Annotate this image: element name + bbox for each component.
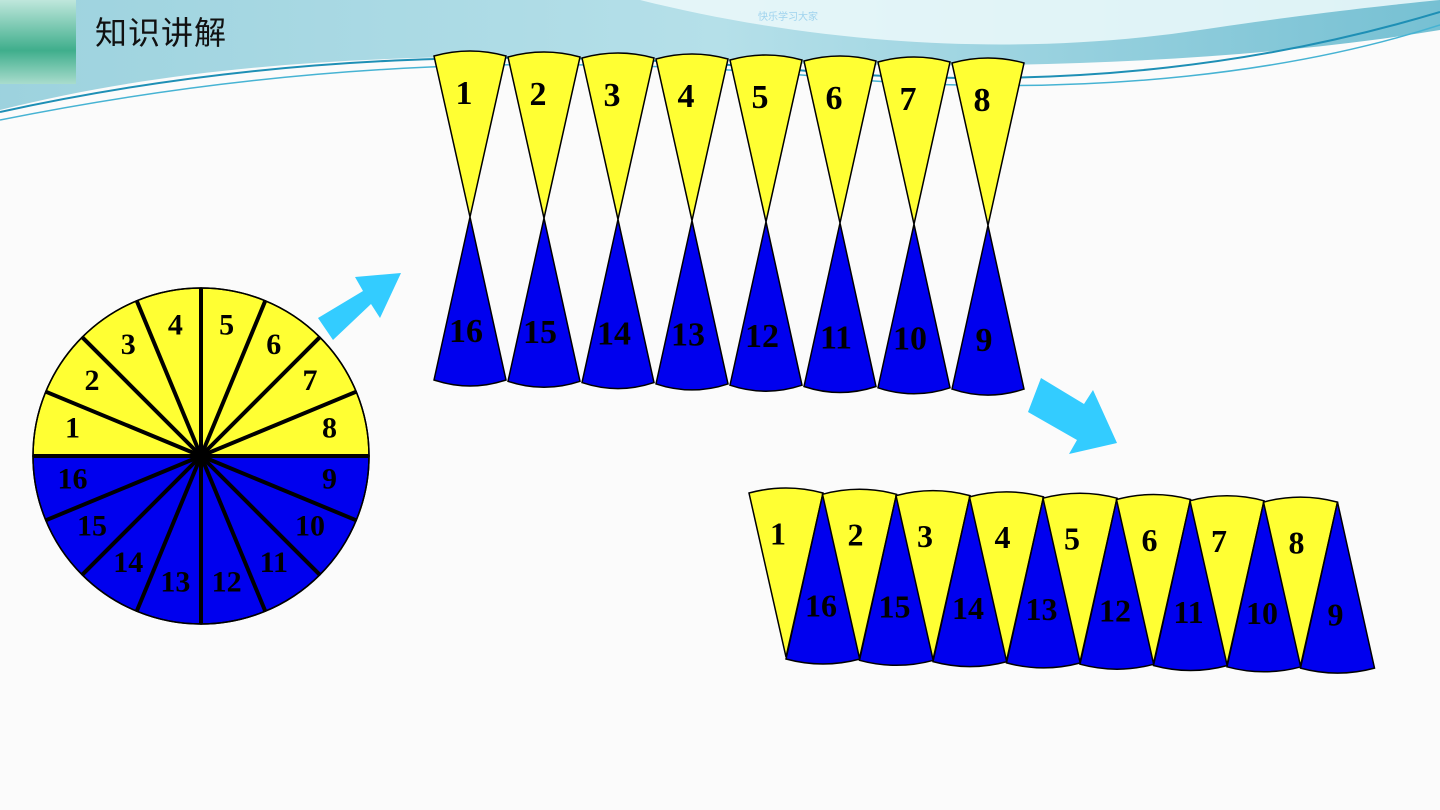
- page-title: 知识讲解: [95, 14, 228, 52]
- interlocked-down-sector-10: [1226, 500, 1302, 673]
- interlocked-down-sector-12: [1079, 498, 1155, 670]
- split-top-label: 8: [974, 82, 991, 119]
- interlocked-down-label: 10: [1246, 595, 1278, 631]
- interlocked-up-label: 1: [770, 515, 786, 551]
- split-bottom-label: 16: [449, 313, 483, 350]
- split-bottom-label: 12: [745, 318, 779, 355]
- circle-sector-label: 9: [322, 462, 337, 495]
- split-top-label: 3: [604, 77, 621, 114]
- interlocked-down-label: 9: [1328, 596, 1344, 632]
- interlocked-up-label: 3: [917, 518, 933, 554]
- interlocked-down-label: 12: [1099, 593, 1131, 629]
- interlocked-up-label: 4: [995, 519, 1011, 555]
- interlocked-up-label: 7: [1211, 523, 1227, 559]
- split-top-sector-3: [581, 52, 655, 220]
- split-bottom-label: 9: [976, 322, 993, 359]
- split-bottom-sector-9: [951, 225, 1025, 396]
- watermark-text: 快乐学习大家: [758, 12, 818, 23]
- interlocked-down-sector-13: [1005, 496, 1082, 669]
- circle-sector-label: 16: [57, 462, 87, 495]
- interlocked-down-sector-16: [785, 492, 861, 665]
- split-top-label: 6: [826, 80, 843, 117]
- split-top-label: 5: [752, 79, 769, 116]
- circle-divider: [45, 454, 202, 523]
- circle-sector-label: 5: [219, 308, 234, 341]
- circle-divider: [199, 300, 268, 457]
- circle-sector-label: 15: [77, 510, 107, 543]
- circle-divider: [134, 455, 203, 612]
- circle-divider: [200, 454, 357, 523]
- split-bottom-sector-13: [655, 220, 729, 391]
- split-bottom-sector-10: [877, 224, 951, 395]
- split-bottom-label: 10: [893, 321, 927, 358]
- circle-divider: [134, 300, 203, 457]
- split-bottom-sector-12: [729, 221, 803, 392]
- split-top-label: 4: [678, 78, 695, 115]
- split-bottom-label: 11: [820, 319, 852, 356]
- circle-sector-label: 2: [85, 364, 100, 397]
- interlocked-down-label: 11: [1173, 594, 1203, 630]
- split-top-sector-4: [655, 53, 729, 221]
- interlocked-down-sector-9: [1299, 501, 1376, 674]
- split-sector-row: 1 16 2 15 3 14 4 13 5 12 6 11 7 10 8 9: [433, 50, 1025, 396]
- split-bottom-sector-15: [507, 218, 581, 388]
- interlocked-down-label: 15: [879, 589, 911, 625]
- circle-sector-label: 10: [295, 510, 325, 543]
- split-bottom-sector-11: [803, 222, 877, 394]
- circle-outline: [32, 287, 370, 625]
- interlocked-up-label: 8: [1289, 524, 1305, 560]
- circle-sector-label: 8: [322, 411, 337, 444]
- split-top-sector-2: [507, 51, 581, 219]
- interlocked-up-label: 5: [1064, 521, 1080, 557]
- split-top-label: 1: [456, 75, 473, 112]
- interlocked-down-sector-11: [1152, 499, 1229, 672]
- circle-sector-label: 1: [65, 411, 80, 444]
- interlocked-up-label: 6: [1142, 522, 1158, 558]
- split-top-sector-8: [951, 57, 1025, 226]
- header-banner: [0, 0, 1440, 121]
- arrow-2: [1028, 378, 1117, 454]
- split-bottom-sector-14: [581, 219, 655, 390]
- circle-sector-label: 11: [260, 546, 288, 579]
- split-top-label: 7: [900, 81, 917, 118]
- interlocked-down-sector-14: [932, 495, 1008, 668]
- interlocked-up-label: 2: [848, 517, 864, 553]
- interlocked-down-label: 14: [952, 590, 984, 626]
- interlocked-down-sector-15: [858, 494, 935, 666]
- circle-divider: [199, 455, 268, 612]
- split-top-sector-5: [729, 54, 803, 222]
- circle-divider: [80, 335, 203, 458]
- circle-divider: [199, 335, 322, 458]
- split-top-sector-6: [803, 55, 877, 224]
- interlocked-down-label: 13: [1026, 591, 1058, 627]
- header-accent-block: [0, 0, 76, 84]
- interlocked-down-label: 16: [805, 587, 837, 623]
- split-bottom-sector-16: [433, 216, 507, 387]
- arrow-1: [318, 273, 401, 340]
- circle-sector-label: 6: [266, 328, 281, 361]
- circle-divider: [200, 389, 357, 458]
- circle-sector-label: 4: [168, 308, 183, 341]
- split-bottom-label: 15: [523, 314, 557, 351]
- circle-divider: [199, 454, 322, 577]
- split-bottom-label: 13: [671, 317, 705, 354]
- split-top-label: 2: [530, 76, 547, 113]
- circle-sector-label: 13: [160, 565, 190, 598]
- circle-sector-label: 14: [113, 546, 143, 579]
- circle-divider: [45, 389, 202, 458]
- circle-sector-label: 7: [302, 364, 317, 397]
- split-bottom-label: 14: [597, 315, 631, 352]
- split-top-sector-1: [433, 50, 507, 218]
- circle-sector-label: 12: [212, 565, 242, 598]
- split-top-sector-7: [877, 56, 951, 225]
- circle-divider: [80, 454, 203, 577]
- circle-sector-label: 3: [121, 328, 136, 361]
